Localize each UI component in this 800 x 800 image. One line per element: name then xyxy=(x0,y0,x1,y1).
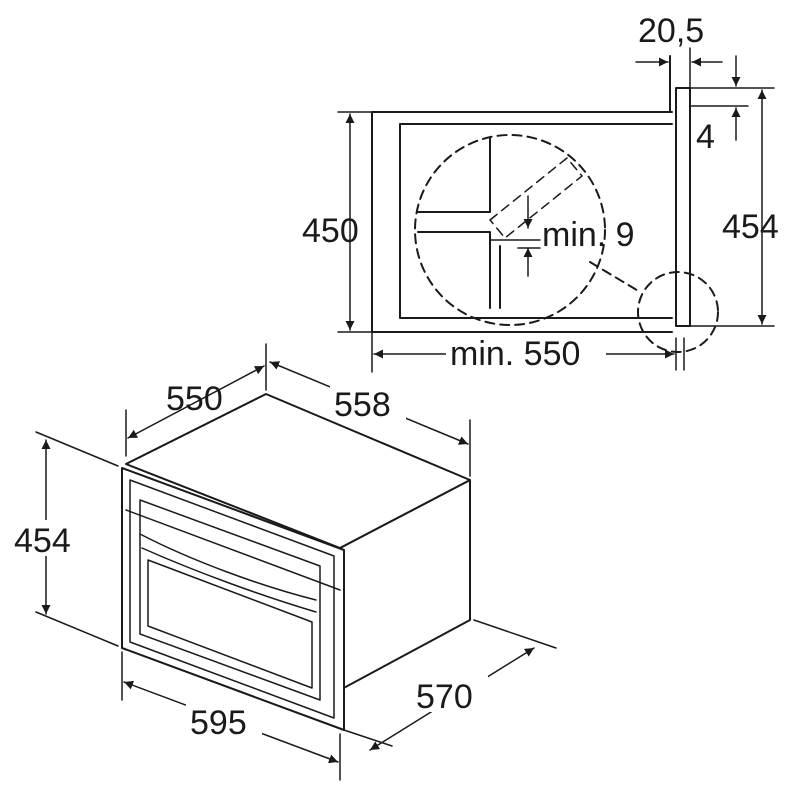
oven-handle-lower xyxy=(141,547,317,613)
label-width-front: 595 xyxy=(190,704,247,742)
detail-circle-large xyxy=(414,134,606,326)
depth-total-ext-top xyxy=(473,619,557,649)
oven-handle xyxy=(139,533,317,601)
detail-circle-small xyxy=(637,271,719,353)
label-depth-total: 570 xyxy=(416,678,473,716)
label-small-gap: 4 xyxy=(696,118,715,156)
depth-total-label-bg xyxy=(412,676,488,712)
width-top-label-bg xyxy=(330,384,406,420)
control-strip xyxy=(125,509,341,591)
appliance-view: 550 558 454 595 570 xyxy=(12,343,557,781)
label-width-top: 558 xyxy=(334,386,391,424)
detail-wall-lower xyxy=(417,231,491,309)
label-outer-height: 454 xyxy=(722,208,779,246)
niche-inner-outline xyxy=(399,123,673,319)
front-panel xyxy=(675,87,691,327)
width-front-label-bg xyxy=(186,702,262,738)
height-ext-bottom xyxy=(35,611,119,647)
detail-leader xyxy=(589,261,641,293)
depth-total-ext-bottom xyxy=(343,729,393,747)
height-label-bg xyxy=(12,520,80,556)
height-ext-top xyxy=(35,431,119,467)
detail-tilted-panel xyxy=(489,157,583,239)
label-depth-top: 550 xyxy=(166,380,223,418)
label-appliance-height: 454 xyxy=(14,522,71,560)
label-niche-depth: min. 550 xyxy=(450,335,580,373)
label-top-gap: 20,5 xyxy=(638,12,704,50)
depth-top-dim xyxy=(127,365,265,439)
label-niche-height: 450 xyxy=(302,212,359,250)
niche-section: min. 9 450 454 4 20,5 min. 550 xyxy=(302,12,779,373)
niche-depth-label-bg xyxy=(446,334,606,370)
detail-wall-upper xyxy=(417,137,491,213)
label-min-gap: min. 9 xyxy=(542,216,635,254)
niche-outer-outline xyxy=(371,111,673,333)
